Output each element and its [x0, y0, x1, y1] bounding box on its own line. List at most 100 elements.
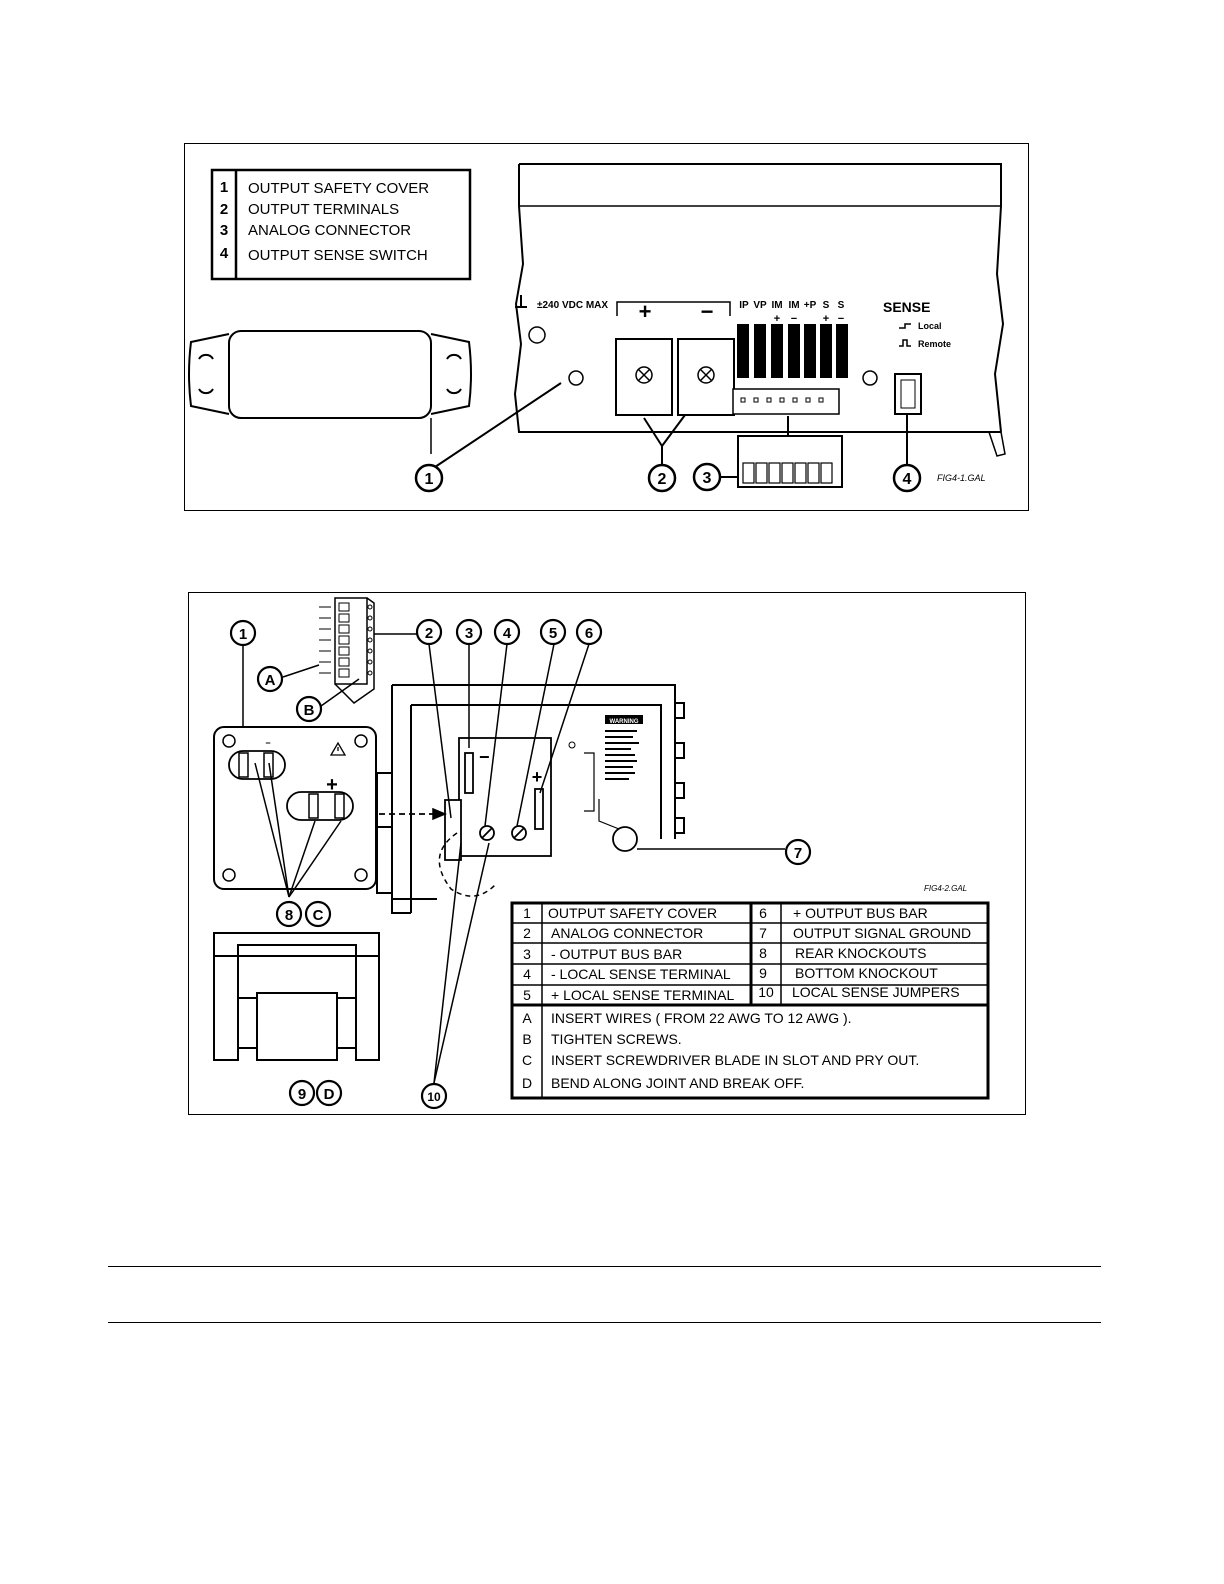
- callout-3: 3: [455, 618, 483, 646]
- warning-label: WARNING: [605, 715, 643, 780]
- step-d-text: BEND ALONG JOINT AND BREAK OFF.: [551, 1075, 804, 1091]
- figure-1-rear-panel: 1 OUTPUT SAFETY COVER 2 OUTPUT TERMINALS…: [184, 143, 1029, 511]
- connector-detail: [319, 597, 375, 704]
- sense-remote-label: Remote: [918, 339, 951, 349]
- callout-10: 10: [420, 1082, 448, 1110]
- legend-left-3-text: - OUTPUT BUS BAR: [551, 946, 682, 962]
- svg-text:7: 7: [794, 845, 802, 862]
- bus-minus-label: −: [479, 747, 490, 767]
- callout-1: 1: [414, 463, 444, 493]
- legend-3-number: 3: [220, 222, 228, 239]
- step-b-text: TIGHTEN SCREWS.: [551, 1031, 682, 1047]
- legend-left-4-number: 4: [523, 966, 531, 982]
- legend-1-text: OUTPUT SAFETY COVER: [248, 180, 429, 197]
- terminal-block: − +: [444, 737, 552, 861]
- minus-output-terminal: [677, 338, 735, 416]
- output-safety-cover-top: − +: [213, 726, 377, 890]
- svg-text:B: B: [304, 702, 315, 719]
- analog-connector-pin-labels: IP VP IM IM +P S S + − + −: [739, 300, 844, 325]
- svg-text:A: A: [265, 672, 276, 689]
- rear-panel: ±240 VDC MAX + − IP VP IM IM +P S S + − …: [513, 163, 1006, 457]
- figure-1-legend: 1 OUTPUT SAFETY COVER 2 OUTPUT TERMINALS…: [210, 168, 472, 281]
- callout-2: 2: [415, 618, 443, 646]
- figure-1-leader-lines: [434, 382, 908, 478]
- legend-3-text: ANALOG CONNECTOR: [248, 222, 411, 239]
- step-a-letter: A: [522, 1010, 532, 1026]
- svg-text:1: 1: [239, 626, 247, 643]
- pin-label-plus-p: +P: [804, 300, 817, 311]
- svg-text:4: 4: [503, 625, 512, 642]
- minus-sense-screw-icon: [479, 825, 495, 841]
- callout-1: 1: [229, 619, 257, 647]
- svg-text:2: 2: [658, 471, 667, 488]
- output-signal-ground-stud: [568, 741, 638, 852]
- warning-triangle-icon: [329, 741, 347, 756]
- legend-left-3-number: 3: [523, 946, 531, 962]
- callout-7: 7: [784, 838, 812, 866]
- pin-sign-s-plus: +: [823, 313, 829, 325]
- figure-1-file-label: FIG4-1.GAL: [937, 473, 986, 483]
- svg-text:4: 4: [903, 471, 912, 488]
- output-safety-cover-side: [188, 330, 472, 454]
- step-c-letter: C: [522, 1052, 532, 1068]
- legend-left-2-text: ANALOG CONNECTOR: [551, 925, 703, 941]
- figure-2-file-label: FIG4-2.GAL: [924, 884, 967, 893]
- svg-text:9: 9: [298, 1086, 306, 1103]
- callout-4: 4: [892, 463, 922, 493]
- svg-text:D: D: [324, 1086, 335, 1103]
- svg-text:6: 6: [585, 625, 593, 642]
- step-a-text: INSERT WIRES ( FROM 22 AWG TO 12 AWG ).: [551, 1010, 852, 1026]
- callout-c: C: [304, 900, 332, 928]
- svg-text:10: 10: [427, 1090, 441, 1104]
- callout-b: B: [295, 695, 323, 723]
- svg-text:2: 2: [425, 625, 433, 642]
- horizontal-rule-top: [108, 1266, 1101, 1267]
- figure-2-leader-lines: [242, 633, 785, 1084]
- legend-right-9-number: 9: [759, 965, 767, 981]
- minus-terminal-label: −: [701, 299, 714, 324]
- chassis-outline: [376, 684, 685, 914]
- analog-connector-plug: [737, 435, 843, 488]
- legend-right-6-text: + OUTPUT BUS BAR: [793, 905, 928, 921]
- figure-2-connections: − + − +: [188, 592, 1026, 1115]
- legend-right-8-number: 8: [759, 945, 767, 961]
- legend-left-1-number: 1: [523, 905, 531, 921]
- minus-terminal-screw-icon: [697, 366, 715, 384]
- callout-2: 2: [647, 463, 677, 493]
- callout-3: 3: [692, 462, 722, 492]
- callout-9: 9: [288, 1079, 316, 1107]
- pin-label-s-minus: S: [838, 300, 845, 311]
- figure-2-legend-table: 1 OUTPUT SAFETY COVER 2 ANALOG CONNECTOR…: [510, 901, 990, 1100]
- legend-right-10-text: LOCAL SENSE JUMPERS: [792, 984, 960, 1000]
- plus-output-terminal: [615, 338, 673, 416]
- horizontal-rule-bottom: [108, 1322, 1101, 1323]
- legend-4-number: 4: [220, 245, 229, 262]
- callout-5: 5: [539, 618, 567, 646]
- sense-local-icon: [899, 323, 911, 329]
- output-sense-switch: [894, 373, 922, 415]
- sense-remote-icon: [899, 339, 911, 347]
- cover-plus-label: +: [326, 774, 338, 796]
- legend-right-10-number: 10: [758, 984, 774, 1000]
- plus-sense-screw-icon: [511, 825, 527, 841]
- callout-4: 4: [493, 618, 521, 646]
- plus-terminal-label: +: [639, 299, 652, 324]
- callout-8: 8: [275, 900, 303, 928]
- sense-title: SENSE: [883, 299, 930, 315]
- legend-right-7-text: OUTPUT SIGNAL GROUND: [793, 925, 971, 941]
- analog-connector-slots: [737, 324, 848, 378]
- pin-label-vp: VP: [753, 300, 767, 311]
- step-d-letter: D: [522, 1075, 532, 1091]
- legend-right-7-number: 7: [759, 925, 767, 941]
- pin-label-s-plus: S: [823, 300, 830, 311]
- pin-label-im-minus: IM: [788, 300, 799, 311]
- cover-minus-label: −: [265, 738, 270, 748]
- ground-symbol-icon: [515, 295, 527, 308]
- pin-label-ip: IP: [739, 300, 749, 311]
- callout-6: 6: [575, 618, 603, 646]
- svg-text:3: 3: [703, 470, 712, 487]
- step-b-letter: B: [522, 1031, 531, 1047]
- pin-sign-s-minus: −: [838, 313, 844, 325]
- sense-local-label: Local: [918, 321, 942, 331]
- pin-label-im-plus: IM: [771, 300, 782, 311]
